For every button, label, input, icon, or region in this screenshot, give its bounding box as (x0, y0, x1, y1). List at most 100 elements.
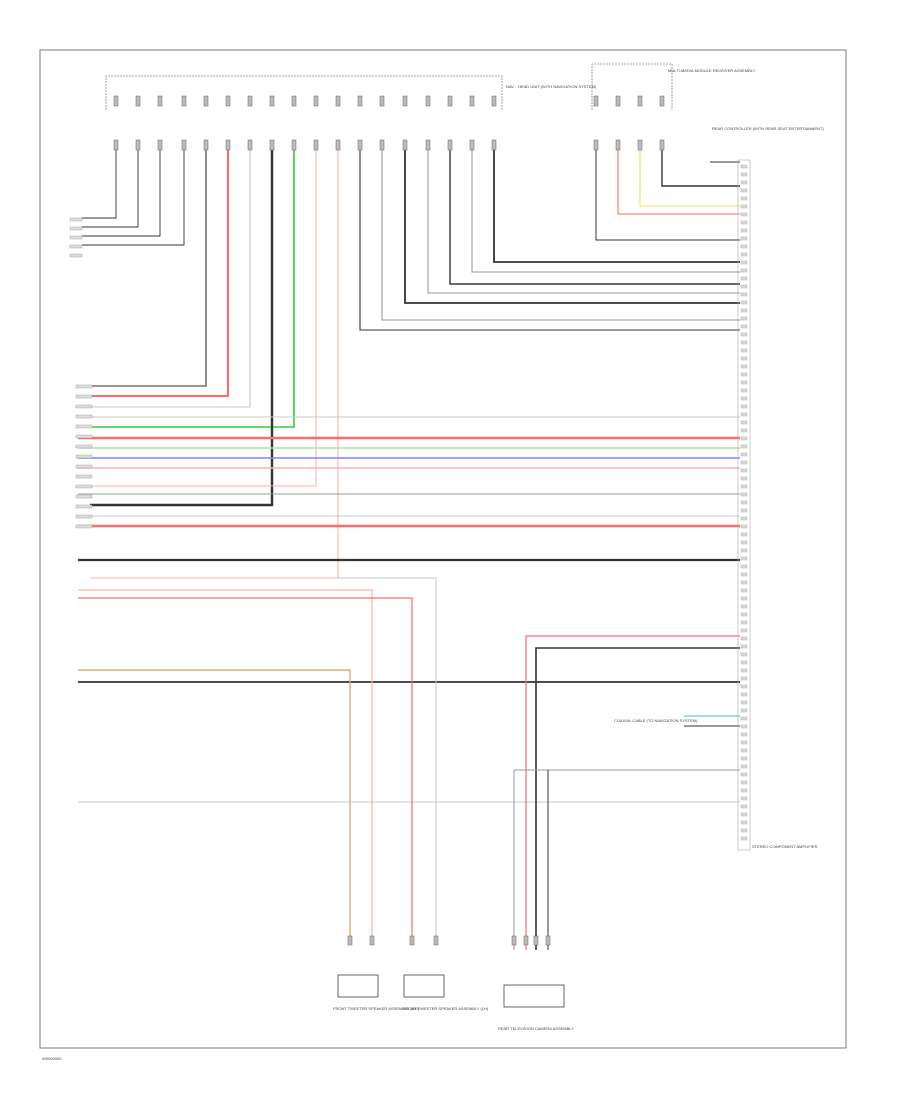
left-pin (75, 464, 93, 469)
left-pin (75, 414, 93, 419)
module-pin (740, 748, 748, 753)
speaker-assembly (337, 974, 379, 998)
speaker-pin (369, 935, 375, 946)
module-pin (740, 492, 748, 497)
pin (313, 95, 319, 107)
module-pin (740, 236, 748, 241)
module-pin (740, 780, 748, 785)
module-pin (740, 388, 748, 393)
speaker-pin (533, 935, 539, 946)
pin (357, 139, 363, 151)
wire-tr (639, 150, 740, 207)
wire-left-short (82, 150, 139, 228)
pin (247, 139, 253, 151)
pin (491, 95, 497, 107)
pin (491, 139, 497, 151)
module-pin (740, 772, 748, 777)
module-pin (740, 532, 748, 537)
module-pin (740, 516, 748, 521)
pin (269, 95, 275, 107)
pin (135, 95, 141, 107)
left-pin (69, 235, 83, 240)
module-pin (740, 212, 748, 217)
speaker-assembly (503, 984, 565, 1008)
pin (313, 139, 319, 151)
pin (402, 95, 408, 107)
module-pin (740, 308, 748, 313)
module-pin (740, 228, 748, 233)
module-pin (740, 428, 748, 433)
module-pin (740, 380, 748, 385)
pin (447, 139, 453, 151)
module-pin (740, 636, 748, 641)
left-pin (69, 226, 83, 231)
wire-right (493, 150, 740, 263)
wire-tr (595, 150, 740, 241)
module-pin (740, 364, 748, 369)
right-module-bottom-label: STEREO COMPONENT AMPLIFIER (752, 844, 818, 849)
module-pin (740, 788, 748, 793)
pin (615, 139, 621, 151)
wire-speaker (78, 589, 373, 940)
pin (425, 95, 431, 107)
module-pin (740, 596, 748, 601)
left-pin (69, 217, 83, 222)
module-pin (740, 284, 748, 289)
module-pin (740, 548, 748, 553)
pin (225, 95, 231, 107)
module-pin (740, 652, 748, 657)
wire-left-short (82, 150, 185, 246)
wire-left-short (82, 150, 117, 219)
pin (357, 95, 363, 107)
pin (425, 139, 431, 151)
wires-layer (78, 150, 740, 950)
module-pin (740, 572, 748, 577)
pin (615, 95, 621, 107)
module-pin (740, 172, 748, 177)
module-pin (740, 404, 748, 409)
wire-camera (525, 635, 740, 950)
pin (335, 139, 341, 151)
wire-right (381, 150, 740, 321)
pin (113, 95, 119, 107)
speaker-b-label: FRONT TWEETER SPEAKER ASSEMBLY (LH) (403, 1006, 489, 1011)
module-pin (740, 620, 748, 625)
speaker-pin (433, 935, 439, 946)
module-pin (740, 716, 748, 721)
pin (335, 95, 341, 107)
module-pin (740, 316, 748, 321)
pin (181, 95, 187, 107)
module-pin (740, 468, 748, 473)
speaker-a-label: FRONT TWEETER SPEAKER ASSEMBLY (RH) (333, 1006, 420, 1011)
module-pin (740, 708, 748, 713)
left-pin (75, 504, 93, 509)
pin (447, 95, 453, 107)
module-pin (740, 452, 748, 457)
module-pin (740, 628, 748, 633)
left-pin (69, 253, 83, 258)
module-pin (740, 484, 748, 489)
pin (593, 95, 599, 107)
wire-drop (90, 150, 229, 397)
left-pin (75, 484, 93, 489)
pin (247, 95, 253, 107)
pin (402, 139, 408, 151)
wire-drop (90, 150, 295, 428)
module-pin (740, 412, 748, 417)
wire-tr (661, 150, 740, 187)
pin (225, 139, 231, 151)
wire-camera (535, 647, 740, 950)
wire-drop (90, 150, 317, 487)
module-pin (740, 292, 748, 297)
module-pin (740, 332, 748, 337)
wire-tr (617, 150, 740, 215)
module-pin (740, 796, 748, 801)
pin (157, 139, 163, 151)
pin (113, 139, 119, 151)
left-pin (75, 494, 93, 499)
left-pin (75, 394, 93, 399)
wire-right (471, 150, 740, 273)
module-pin (740, 836, 748, 841)
module-pin (740, 700, 748, 705)
